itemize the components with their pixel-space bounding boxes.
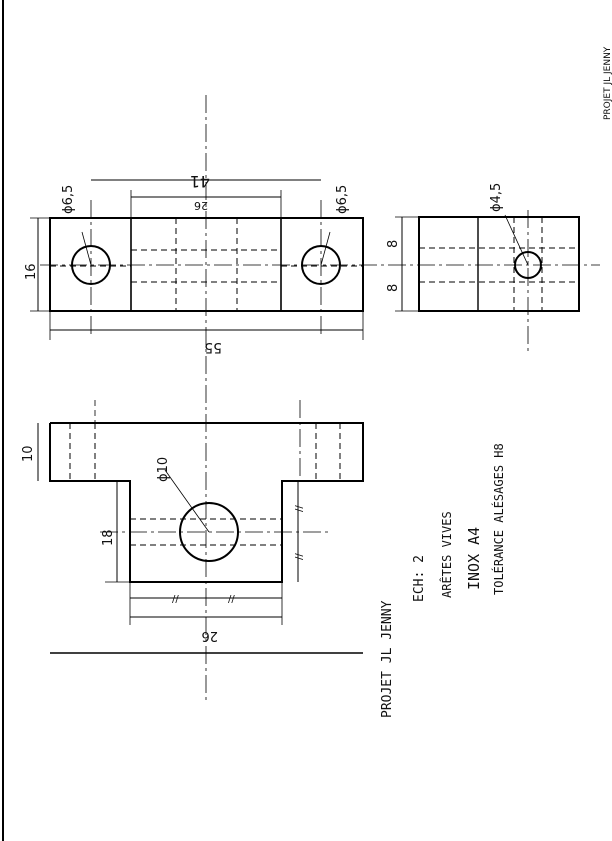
label-16: 16 — [24, 263, 39, 280]
note-material: INOX A4 — [465, 527, 483, 590]
label-18: 18 — [101, 529, 116, 546]
label-55: 55 — [204, 339, 222, 355]
side-view-dimension-labels: 8 8 ϕ4,5 — [386, 183, 504, 292]
label-d-bore: ϕ10 — [156, 457, 171, 482]
top-view-centerlines — [40, 95, 600, 700]
side-view-outline — [418, 216, 580, 312]
top-view — [30, 95, 600, 700]
notes-block: PROJET JL JENNY ECH: 2 ARÊTES VIVES INOX… — [380, 443, 506, 718]
top-view-outline — [49, 217, 364, 312]
label-side-8-lower: 8 — [386, 284, 401, 292]
label-10: 10 — [21, 445, 36, 462]
bottom-view-dimension-labels: 10 18 ϕ10 26 // // // // — [21, 445, 305, 643]
label-d-side-hole: ϕ4,5 — [489, 183, 504, 212]
label-d-right-hole: ϕ6,5 — [335, 185, 350, 214]
eq-mark-3: // — [294, 505, 305, 512]
eq-mark-4: // — [294, 553, 305, 560]
side-view — [395, 210, 580, 352]
side-view-hidden-lines — [419, 217, 579, 311]
top-view-dimension-labels: ϕ6,5 ϕ6,5 41 26 16 55 — [24, 172, 350, 355]
note-tolerance: TOLÉRANCE ALÉSAGES H8 — [491, 443, 506, 595]
bottom-view — [37, 400, 364, 654]
note-edges: ARÊTES VIVES — [439, 511, 454, 598]
label-41: 41 — [190, 172, 210, 191]
eq-mark-2: // — [228, 594, 235, 605]
note-project: PROJET JL JENNY — [380, 600, 395, 718]
label-d-left-hole: ϕ6,5 — [61, 185, 76, 214]
bottom-view-hidden-lines — [69, 423, 341, 546]
eq-mark-1: // — [172, 594, 179, 605]
label-26-bottom: 26 — [201, 628, 218, 643]
margin-project-text: PROJET JL JENNY — [603, 46, 612, 120]
note-scale: ECH: 2 — [412, 555, 427, 602]
top-view-hidden-lines — [50, 218, 363, 311]
label-side-8-upper: 8 — [386, 240, 401, 248]
label-26-top: 26 — [194, 199, 208, 212]
